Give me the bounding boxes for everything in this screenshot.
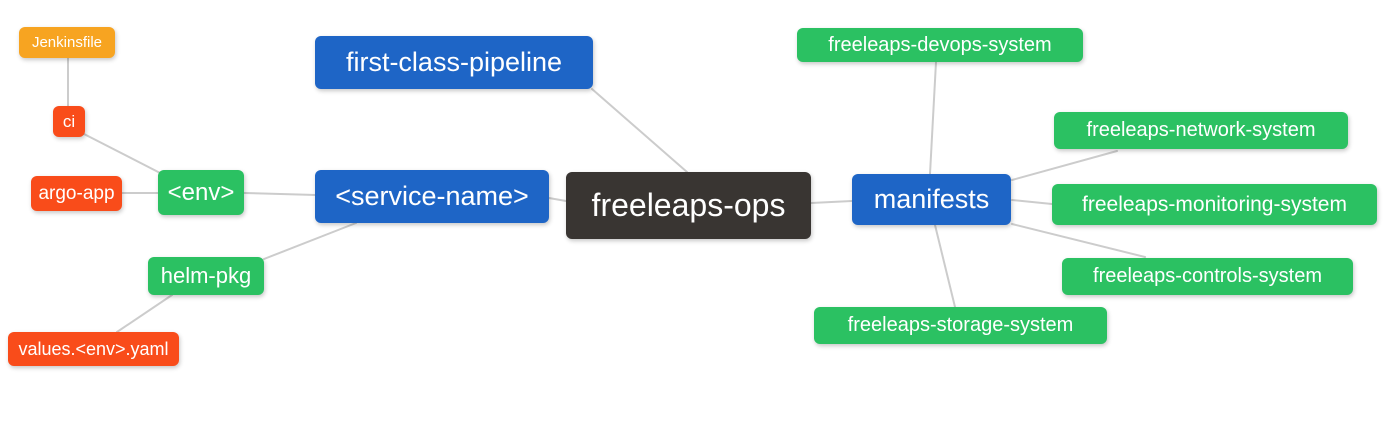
edge-values-env-yaml-helm-pkg (116, 294, 173, 333)
node-helm-pkg[interactable]: helm-pkg (148, 257, 264, 295)
edge-ci-env (83, 133, 167, 177)
edge-helm-pkg-service-name (263, 222, 357, 260)
edge-manifests-network-system (1011, 150, 1118, 181)
node-first-class-pipeline[interactable]: first-class-pipeline (315, 36, 593, 89)
edge-manifests-controls-system (1011, 223, 1146, 258)
node-freeleaps-devops-system[interactable]: freeleaps-devops-system (797, 28, 1083, 62)
node-argo-app[interactable]: argo-app (31, 176, 122, 211)
edge-first-class-pipeline-ops (591, 88, 688, 173)
edge-manifests-devops-system (929, 61, 937, 175)
edge-manifests-monitoring-system (1011, 199, 1053, 205)
node-freeleaps-storage-system[interactable]: freeleaps-storage-system (814, 307, 1107, 344)
node-jenkinsfile[interactable]: Jenkinsfile (19, 27, 115, 58)
node-values-env-yaml[interactable]: values.<env>.yaml (8, 332, 179, 366)
node-freeleaps-network-system[interactable]: freeleaps-network-system (1054, 112, 1348, 149)
node-env[interactable]: <env> (158, 170, 244, 215)
node-freeleaps-monitoring-system[interactable]: freeleaps-monitoring-system (1052, 184, 1377, 225)
node-freeleaps-ops[interactable]: freeleaps-ops (566, 172, 811, 239)
edge-service-name-ops (548, 197, 567, 202)
node-ci[interactable]: ci (53, 106, 85, 137)
node-freeleaps-controls-system[interactable]: freeleaps-controls-system (1062, 258, 1353, 295)
edge-env-service-name (243, 192, 317, 196)
edge-manifests-storage-system (934, 224, 956, 308)
node-service-name[interactable]: <service-name> (315, 170, 549, 223)
edge-ops-manifests (810, 200, 853, 204)
node-manifests[interactable]: manifests (852, 174, 1011, 225)
